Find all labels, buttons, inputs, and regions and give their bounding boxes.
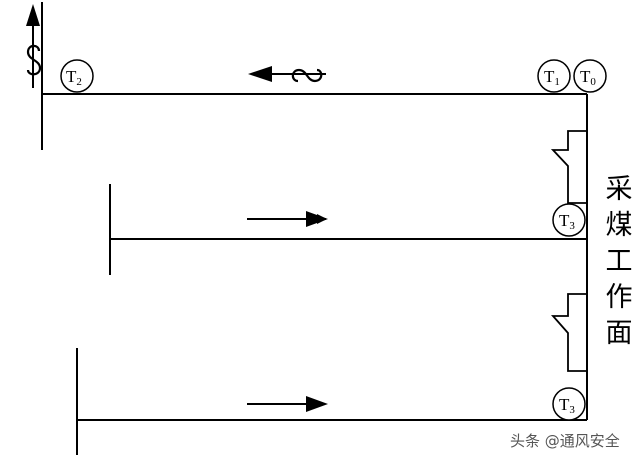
node-t2: T2 [60, 59, 94, 93]
svg-text:T1: T1 [544, 67, 560, 88]
node-t0: T0 [573, 59, 607, 93]
intake-lower-arrow-head [306, 396, 328, 412]
node-t3-lower: T3 [552, 387, 586, 421]
leakage-symbol-horizontal-icon [291, 68, 323, 83]
coal-face-label-char: 采 [605, 174, 633, 205]
watermark: 头条 @通风安全 [510, 432, 620, 450]
node-t1: T1 [537, 59, 571, 93]
svg-text:T0: T0 [580, 67, 596, 88]
svg-text:T3: T3 [559, 395, 575, 416]
svg-text:T3: T3 [559, 211, 575, 232]
coal-face-label-char: 作 [605, 282, 633, 313]
return-flow-arrow-head [248, 66, 272, 82]
face-flow-hollow-arrow-lower-icon [551, 293, 586, 372]
intake-upper-arrow-head [306, 211, 328, 227]
node-t3-upper: T3 [552, 203, 586, 237]
coal-face-label-char: 煤 [605, 210, 633, 241]
coal-face-label: 采 煤 工 作 面 [604, 172, 634, 352]
face-flow-hollow-arrow-upper-icon [550, 130, 586, 204]
coal-face-label-char: 面 [605, 318, 633, 349]
exhaust-arrow-head [26, 4, 40, 26]
leakage-symbol-vertical-icon [26, 44, 42, 76]
svg-text:T2: T2 [66, 67, 82, 88]
coal-face-label-char: 工 [605, 246, 633, 277]
